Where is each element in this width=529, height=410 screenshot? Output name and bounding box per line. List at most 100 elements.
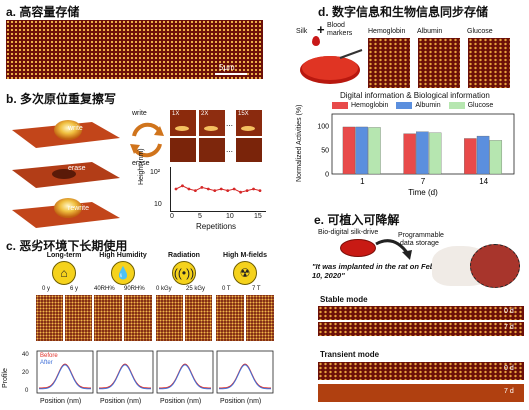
legend-hemoglobin: Hemoglobin — [332, 102, 388, 109]
bar — [416, 131, 429, 175]
array-image — [65, 295, 92, 341]
profile-before-line — [219, 363, 271, 389]
array-image — [185, 295, 212, 341]
condition-value-after: 6 y — [70, 286, 79, 292]
condition-name: Radiation — [168, 252, 200, 259]
plus-sign: + — [317, 22, 325, 37]
silk-drive-disk — [340, 239, 376, 257]
zoom-15x-top — [236, 110, 262, 136]
silk-disk-illustration — [300, 49, 363, 84]
glucose-array-image — [468, 38, 510, 88]
panel-letter: a. — [6, 5, 17, 19]
condition-radiation: Radiation ((•)) — [156, 252, 212, 285]
cycle-erase-label: erase — [132, 160, 150, 167]
ytick-label: 10² — [150, 169, 161, 176]
xtick-label: 7 — [421, 177, 426, 186]
legend-label: Glucose — [467, 102, 494, 110]
panel-heading: 恶劣环境下长期使用 — [19, 239, 128, 253]
storage-array-image — [6, 20, 263, 79]
silk-drive-label: Bio-digital silk-drive — [318, 229, 379, 236]
blood-drop-icon — [312, 36, 320, 46]
bar — [342, 126, 356, 175]
cycle-write-label: write — [132, 110, 147, 117]
ytick-label: 100 — [317, 124, 329, 131]
implant-site-photo — [470, 244, 520, 288]
profile-frame — [36, 350, 94, 394]
height-series — [174, 184, 262, 194]
xtick-label: 10 — [226, 213, 234, 220]
ytick-label: 40 — [22, 352, 29, 358]
panel-heading: 数字信息和生物信息同步存储 — [332, 5, 489, 19]
x-axis-label: Time (d) — [408, 188, 438, 197]
profile-before-line — [39, 363, 91, 389]
xtick-label: 0 — [170, 213, 174, 220]
xtick-label: 15 — [254, 213, 262, 220]
panel-letter: b. — [6, 92, 17, 106]
hemoglobin-array-image — [368, 38, 410, 88]
ellipsis-bottom: ⋯ — [226, 149, 233, 156]
condition-high-m-fields: High M-fields ☢ — [216, 252, 274, 285]
albumin-array-image — [418, 38, 460, 88]
data-storage-label: data storage — [400, 240, 439, 247]
xtick-label: 5 — [198, 213, 202, 220]
afm-topography-stack — [12, 120, 120, 228]
x-axis-label: Position (nm) — [160, 398, 202, 405]
ytick-label: 0 — [25, 388, 29, 394]
erase-label: erase — [68, 165, 86, 172]
height-point — [174, 187, 178, 191]
zoom-15x-label: 15X — [238, 111, 249, 117]
profile-y-label: Profile — [2, 368, 9, 388]
radiation-wave-icon: ((•)) — [172, 261, 196, 285]
legend-after: After — [40, 360, 53, 366]
condition-value-after: 7 T — [252, 286, 261, 292]
y-axis — [170, 167, 171, 211]
condition-long-term: Long-term ⌂ — [36, 252, 92, 285]
bar — [489, 140, 503, 175]
zoom-2x-bottom — [199, 138, 225, 162]
height-point — [200, 186, 204, 189]
programmable-label: Programmable — [398, 232, 444, 239]
ytick-label: 50 — [321, 148, 329, 155]
blood-markers-label: Blood markers — [327, 22, 353, 37]
legend-after-label: After — [40, 360, 53, 366]
legend-before: Before — [40, 353, 58, 359]
y-axis-label: Height (nm) — [138, 148, 145, 185]
array-image — [36, 295, 63, 341]
panel-letter: c. — [6, 239, 17, 253]
height-plot: 10² 10 Height (nm) 0 5 10 15 Repetitions — [138, 148, 270, 235]
rewrite-label: rewrite — [68, 205, 90, 212]
height-point — [181, 184, 184, 188]
x-axis-label: Position (nm) — [40, 398, 82, 405]
legend-label: Albumin — [415, 102, 441, 110]
legend-swatch — [332, 102, 348, 109]
conditions-grid: Long-term ⌂ High Humidity 💧 Radiation ((… — [36, 252, 274, 408]
silk-label: Silk — [296, 28, 308, 35]
day-tag: 7 d — [504, 388, 514, 395]
bar — [368, 127, 381, 175]
zoom-2x-label: 2X — [201, 111, 209, 117]
legend-glucose: Glucose — [448, 102, 494, 110]
stable-array-7d — [318, 322, 524, 336]
zoom-1x-bottom — [170, 138, 196, 162]
zoom-2x-top — [199, 110, 225, 136]
write-label: write — [68, 125, 83, 132]
panel-letter: e. — [314, 213, 325, 227]
panel-a-title: a. 高容量存储 — [6, 3, 79, 20]
height-point — [219, 187, 223, 191]
panel-heading: 高容量存储 — [19, 5, 80, 19]
condition-value-before: 40RH% — [94, 286, 115, 292]
profile-frame — [216, 350, 274, 394]
stable-mode-label: Stable mode — [320, 295, 368, 304]
profile-after-line — [159, 364, 211, 390]
stable-array-0d — [318, 306, 524, 320]
x-axis-label: Position (nm) — [100, 398, 142, 405]
bar — [428, 132, 442, 175]
condition-high-humidity: High Humidity 💧 — [94, 252, 152, 285]
panel-heading: 多次原位重复擦写 — [20, 92, 117, 106]
curved-arrow-icon — [375, 239, 412, 260]
ellipsis-top: ⋯ — [226, 123, 233, 130]
bar — [476, 135, 490, 175]
chart-legend: Hemoglobin Albumin Glucose — [332, 102, 493, 109]
bar — [464, 138, 477, 175]
